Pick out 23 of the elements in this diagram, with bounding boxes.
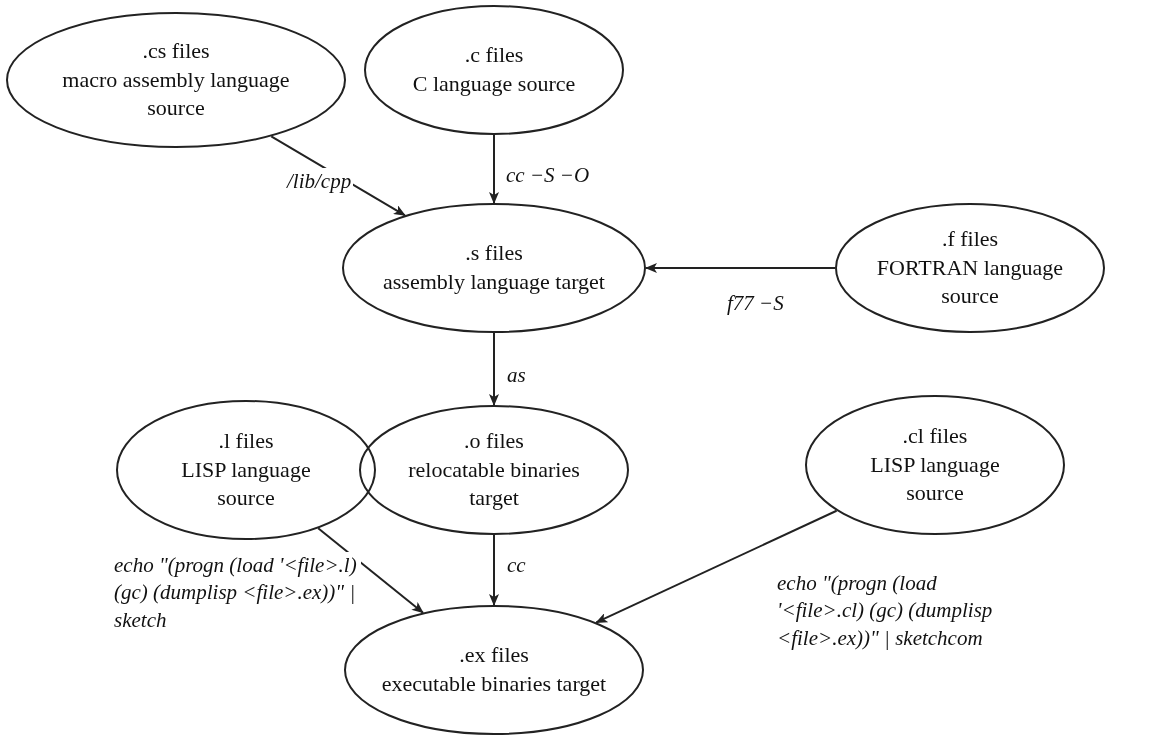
file-extension-heading: .l files <box>218 427 274 456</box>
arrow <box>489 332 499 406</box>
file-extension-heading: .ex files <box>459 641 529 670</box>
arrow <box>489 534 499 606</box>
file-description: macro assembly language source <box>61 65 291 123</box>
arrow <box>595 509 838 624</box>
file-description: FORTRAN language source <box>875 253 1065 311</box>
file-extension-heading: .f files <box>941 225 999 254</box>
file-extension-heading: .o files <box>464 427 524 456</box>
file-description: assembly language target <box>383 268 605 296</box>
arrow <box>489 134 499 204</box>
file-extension-heading: .cl files <box>902 422 968 451</box>
edge-label: /lib/cpp <box>285 168 354 196</box>
arrow <box>317 527 424 614</box>
file-extension-heading: .s files <box>465 239 523 268</box>
file-extension-heading: .cs files <box>142 37 210 66</box>
file-description: LISP language source <box>869 450 1001 508</box>
file-extension-heading: .c files <box>464 41 524 70</box>
arrow <box>645 263 836 273</box>
file-description: C language source <box>412 70 576 98</box>
file-description: relocatable binaries target <box>407 455 581 513</box>
file-description: LISP language source <box>180 455 312 513</box>
file-description: executable binaries target <box>381 670 607 698</box>
